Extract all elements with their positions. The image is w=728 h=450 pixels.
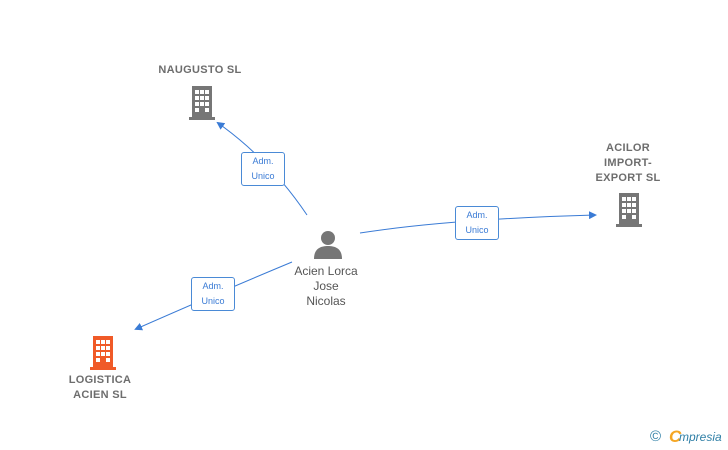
edge-label-line: Adm. xyxy=(466,210,488,220)
company-label-acilor: ACILOR IMPORT- EXPORT SL xyxy=(595,142,661,184)
edge-label-line: Unico xyxy=(201,296,225,306)
edge-label-acilor[interactable]: Adm. Unico xyxy=(455,206,499,240)
edge-label-line: Adm. xyxy=(252,156,274,166)
person-icon[interactable] xyxy=(313,229,343,259)
building-icon[interactable] xyxy=(613,191,645,227)
building-icon[interactable] xyxy=(87,334,119,370)
company-label-logistica: LOGISTICA ACIEN SL xyxy=(68,374,132,401)
brand-logo-text: mpresia xyxy=(679,430,722,444)
brand-logo-initial: C xyxy=(669,427,682,446)
edge-label-line: Unico xyxy=(251,171,275,181)
edge-label-line: Adm. xyxy=(202,281,224,291)
edge-label-line: Unico xyxy=(465,225,489,235)
copyright-symbol: © xyxy=(650,428,662,445)
person-label: Acien Lorca Jose Nicolas xyxy=(294,264,358,308)
edge-label-logistica[interactable]: Adm. Unico xyxy=(191,277,235,311)
building-icon[interactable] xyxy=(186,84,218,120)
company-label-naugusto: NAUGUSTO SL xyxy=(158,64,242,76)
edge-label-naugusto[interactable]: Adm. Unico xyxy=(241,152,285,186)
